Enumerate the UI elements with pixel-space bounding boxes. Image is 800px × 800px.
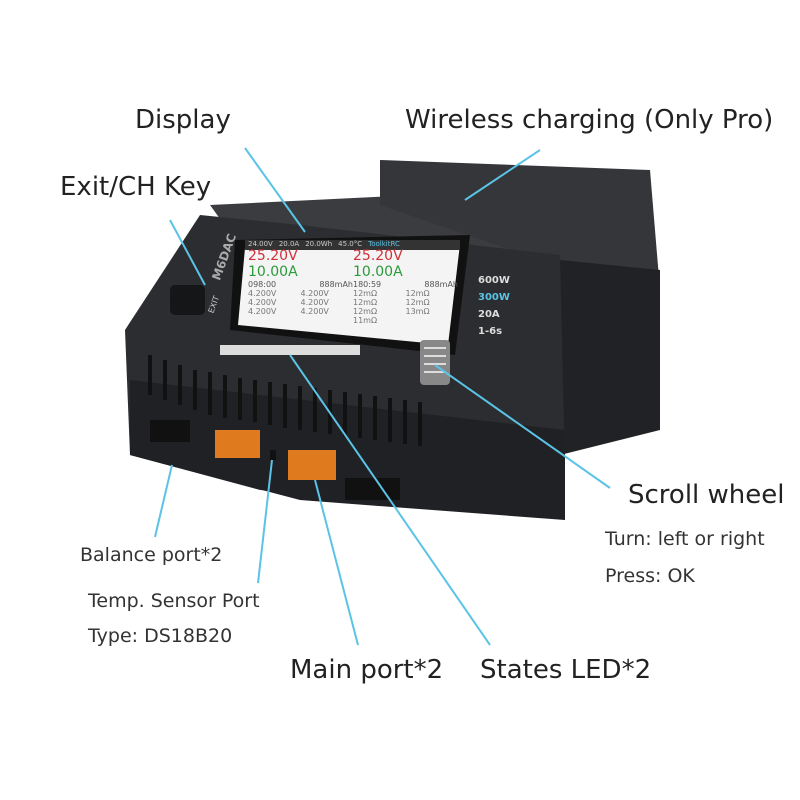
input-voltage: 24.00V	[248, 240, 273, 248]
label-scroll-turn: Turn: left or right	[605, 528, 765, 550]
display-content: 24.00V 20.0A 20.0Wh 45.0°C ToolkitRC 25.…	[248, 240, 458, 340]
status-bar-text: 24.00V 20.0A 20.0Wh 45.0°C ToolkitRC	[248, 240, 458, 248]
charger-side	[560, 260, 660, 455]
ch1-time: 098:00	[248, 280, 277, 289]
wireless-pad	[380, 160, 660, 290]
states-led-strip	[220, 345, 360, 355]
status-bar	[245, 240, 460, 250]
label-balance-port: Balance port*2	[80, 544, 223, 566]
cell-value: 4.200V	[248, 289, 277, 298]
ch2-capacity: 888mAh	[424, 280, 458, 289]
channel-1-panel: 25.20V 10.00A 098:00 888mAh 4.200V 4.200…	[248, 248, 353, 325]
temp-port-leader	[257, 459, 273, 584]
vent-grille	[148, 355, 422, 446]
label-exit-ch-key: Exit/CH Key	[60, 172, 212, 202]
temp-sensor-port	[270, 450, 276, 460]
toolkitrc-logo: ToolkitRC	[368, 240, 400, 248]
label-wireless-charging: Wireless charging (Only Pro)	[405, 105, 774, 135]
cell-value: 4.200V	[300, 307, 329, 316]
cell-resistance: 12mΩ	[353, 289, 378, 298]
label-display: Display	[135, 105, 231, 135]
label-scroll-press: Press: OK	[605, 565, 695, 587]
balance-port-1	[150, 420, 190, 442]
scroll-wheel-leader	[434, 364, 611, 489]
wireless-leader	[464, 149, 541, 201]
label-temp-sensor-type: Type: DS18B20	[88, 625, 233, 647]
spec-power-ac: 600W	[478, 275, 510, 286]
balance-port-2	[345, 478, 400, 500]
display-screen	[238, 244, 460, 345]
display-leader	[244, 147, 306, 233]
ch1-cells: 4.200V 4.200V 4.200V 4.200V 4.200V 4.200…	[248, 289, 353, 316]
spec-current: 20A	[478, 309, 500, 320]
cell-value: 4.200V	[248, 298, 277, 307]
scroll-wheel-grip	[424, 347, 446, 373]
ch2-cells: 12mΩ 12mΩ 12mΩ 12mΩ 12mΩ 13mΩ 11mΩ	[353, 289, 458, 325]
cell-resistance: 12mΩ	[405, 289, 430, 298]
energy: 20.0Wh	[305, 240, 333, 248]
cell-value: 4.200V	[300, 289, 329, 298]
cell-resistance: 11mΩ	[353, 316, 378, 325]
cell-value: 4.200V	[248, 307, 277, 316]
ch1-current: 10.00A	[248, 264, 298, 280]
main-port-leader	[314, 479, 359, 646]
leader-lines	[154, 147, 611, 646]
ch2-current: 10.00A	[353, 264, 403, 280]
ch2-time: 180:59	[353, 280, 382, 289]
ch2-voltage: 25.20V	[353, 248, 403, 264]
cell-resistance: 12mΩ	[405, 298, 430, 307]
side-specs: 600W 300W 20A 1-6s	[478, 272, 510, 340]
spec-power-dc: 300W	[478, 292, 510, 303]
cell-resistance: 12mΩ	[353, 298, 378, 307]
scroll-wheel[interactable]	[420, 340, 450, 385]
cell-value: 4.200V	[300, 298, 329, 307]
label-states-led: States LED*2	[480, 655, 652, 685]
label-temp-sensor-port: Temp. Sensor Port	[88, 590, 260, 612]
exit-key-leader	[169, 219, 206, 286]
exit-ch-key[interactable]	[170, 285, 205, 315]
temperature: 45.0°C	[338, 240, 363, 248]
main-port-2	[288, 450, 336, 480]
input-current: 20.0A	[278, 240, 300, 248]
cell-resistance: 13mΩ	[405, 307, 430, 316]
states-led-leader	[289, 354, 491, 646]
spec-cells: 1-6s	[478, 326, 503, 337]
channel-2-panel: 25.20V 10.00A 180:59 888mAh 12mΩ 12mΩ 12…	[353, 248, 458, 325]
label-scroll-wheel: Scroll wheel	[628, 480, 785, 510]
ch1-capacity: 888mAh	[319, 280, 353, 289]
main-port-1	[215, 430, 260, 458]
cell-resistance: 12mΩ	[353, 307, 378, 316]
ch1-voltage: 25.20V	[248, 248, 298, 264]
label-main-port: Main port*2	[290, 655, 444, 685]
balance-port-leader	[154, 464, 173, 538]
